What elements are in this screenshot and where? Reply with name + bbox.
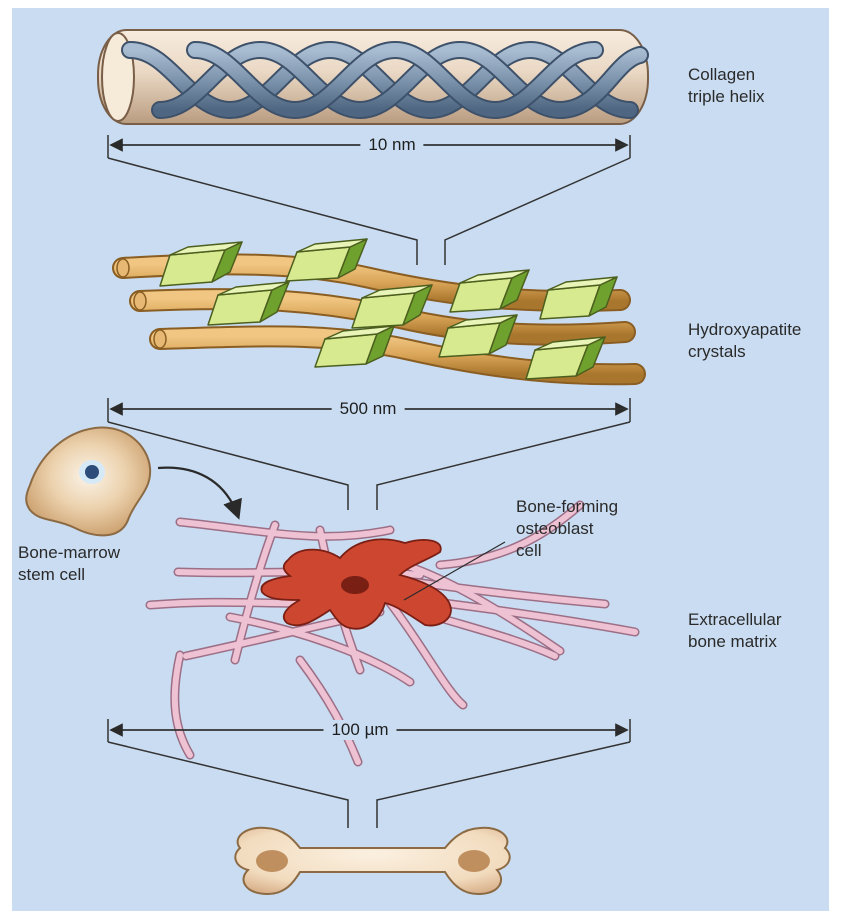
collagen-label-2: triple helix <box>688 86 765 107</box>
collagen-triple-helix <box>98 30 648 124</box>
scale-label-500nm: 500 nm <box>332 399 405 419</box>
osteoblast-label-3: cell <box>516 540 542 561</box>
hydroxyapatite-label-2: crystals <box>688 341 746 362</box>
osteoblast-label-1: Bone-forming <box>516 496 618 517</box>
stem-cell-label-1: Bone-marrow <box>18 542 120 563</box>
osteoblast-nucleus <box>341 576 369 594</box>
scale-label-100um: 100 µm <box>323 720 396 740</box>
osteoblast-label-2: osteoblast <box>516 518 594 539</box>
matrix-label-2: bone matrix <box>688 631 777 652</box>
collagen-label-1: Collagen <box>688 64 755 85</box>
matrix-label-1: Extracellular <box>688 609 782 630</box>
scale-label-10nm: 10 nm <box>360 135 423 155</box>
bone-end-left <box>256 850 288 872</box>
stem-cell-nucleus <box>85 465 99 479</box>
stem-cell-label-2: stem cell <box>18 564 85 585</box>
bone-end-right <box>458 850 490 872</box>
hydroxyapatite-label-1: Hydroxyapatite <box>688 319 801 340</box>
